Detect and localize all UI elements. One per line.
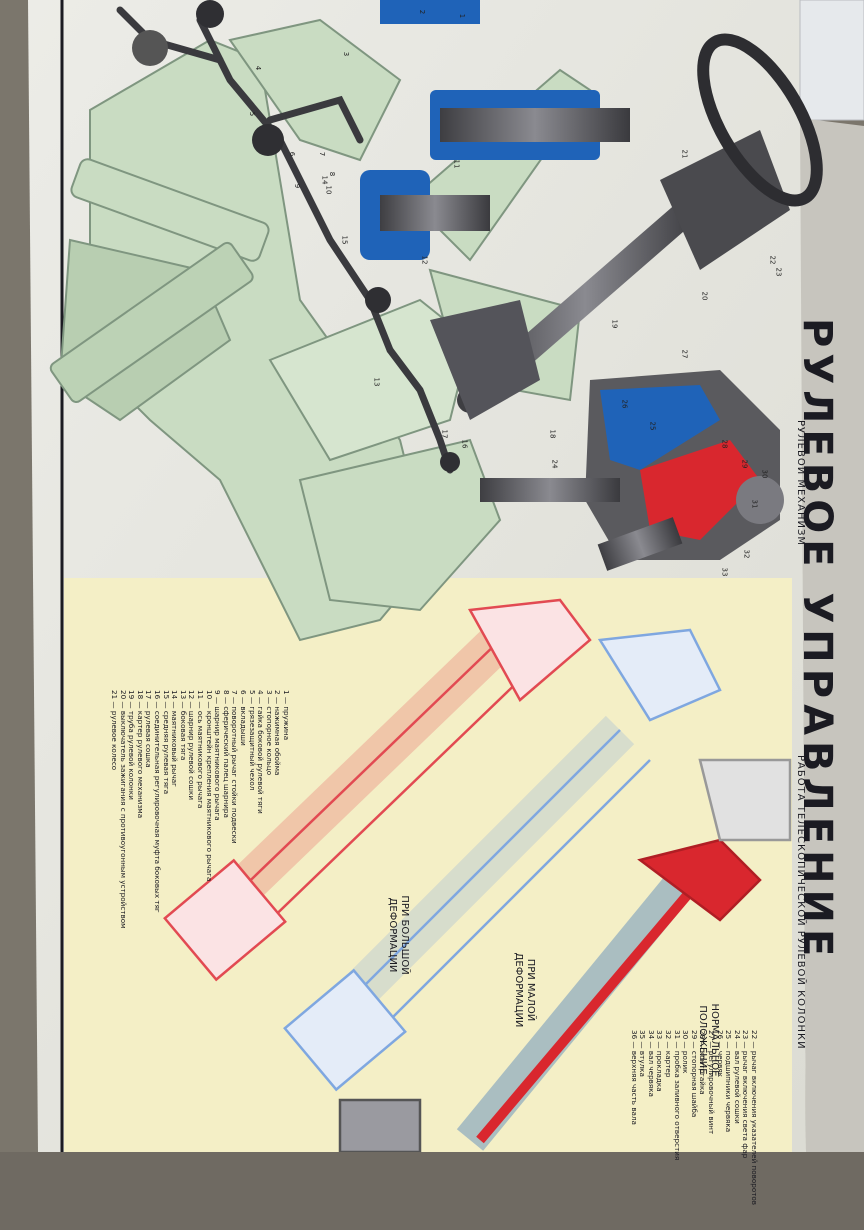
legend-item: 10 — кронштейн крепления маятникового ры… <box>204 690 214 882</box>
blue-cutaways <box>360 0 630 260</box>
legend-item: 27 — регулировочный винт <box>707 1030 717 1135</box>
small-deformation-label: ПРИ МАЛОЙ ДЕФОРМАЦИИ <box>513 952 536 1028</box>
parts-legend-right: 22 — рычаг включения указателей поворото… <box>629 1030 759 1230</box>
legend-item: 32 — картер <box>664 1030 674 1078</box>
callout-number: 29 <box>740 459 749 469</box>
legend-item: 28 — контргайка <box>698 1030 708 1095</box>
legend-item: 21 — рулевое колесо <box>110 690 120 771</box>
normal-position-diagram <box>338 758 792 1152</box>
callout-number: 6 <box>288 151 297 157</box>
small-deformation-diagram <box>283 628 722 1092</box>
legend-item: 18 — картер рулевого механизма <box>135 690 145 819</box>
callout-number: 28 <box>720 439 729 449</box>
callout-number: 30 <box>760 469 769 479</box>
steering-gear-cutaway <box>480 370 784 571</box>
legend-item: 24 — вал рулевой сошки <box>732 1030 742 1124</box>
callout-number: 27 <box>680 349 689 359</box>
legend-item: 9 — шарнир маятникового рычага <box>213 690 223 821</box>
callout-number: 14 <box>320 175 329 185</box>
legend-item: 2 — нажимная обойма <box>273 690 283 776</box>
callout-number: 33 <box>720 567 729 577</box>
callout-number: 25 <box>648 421 657 431</box>
callout-number: 10 <box>324 185 333 195</box>
legend-item: 16 — соединительная регулировочная муфта… <box>153 690 163 913</box>
legend-item: 11 — ось маятникового рычага <box>196 690 206 809</box>
legend-item: 13 — боковая тяга <box>178 690 188 761</box>
callout-number: 23 <box>774 267 783 277</box>
callout-number: 18 <box>548 429 557 439</box>
legend-item: 20 — выключатель зажигания с противоугон… <box>118 690 128 929</box>
legend-item: 19 — труба рулевой колонки <box>127 690 137 800</box>
legend-item: 23 — рычаг включения света фар <box>741 1030 751 1159</box>
large-deformation-diagram <box>163 598 592 982</box>
legend-item: 12 — шарнир рулевой сошки <box>187 690 197 801</box>
steering-wheel <box>697 33 823 207</box>
callout-number: 16 <box>460 439 469 449</box>
callout-number: 15 <box>340 235 349 245</box>
large-deformation-label: ПРИ БОЛЬШОЙ ДЕФОРМАЦИИ <box>387 895 410 975</box>
legend-item: 3 — стопорное кольцо <box>264 690 274 776</box>
legend-item: 31 — пробка заливного отверстия <box>672 1030 682 1161</box>
legend-item: 30 — ролик <box>681 1030 691 1074</box>
legend-item: 1 — пружина <box>282 690 291 741</box>
column-subtitle: РАБОТА ТЕЛЕСКОПИЧЕСКОЙ РУЛЕВОЙ КОЛОНКИ <box>795 755 806 1050</box>
callout-number: 4 <box>254 65 263 71</box>
legend-item: 15 — средняя рулевая тяга <box>161 690 171 795</box>
callout-number: 9 <box>293 183 302 189</box>
callout-number: 19 <box>610 319 619 329</box>
mechanism-subtitle: РУЛЕВОЙ МЕХАНИЗМ <box>795 420 806 547</box>
legend-item: 33 — прокладка <box>655 1030 665 1092</box>
callout-number: 24 <box>550 459 559 469</box>
callout-number: 2 <box>418 9 427 15</box>
callout-number: 21 <box>680 149 689 159</box>
legend-item: 22 — рычаг включения указателей поворото… <box>750 1030 759 1206</box>
legend-item: 35 — втулка <box>638 1030 648 1077</box>
legend-item: 6 — вкладыши <box>239 690 249 746</box>
legend-item: 4 — гайка боковой рулевой тяги <box>256 690 266 814</box>
steering-column <box>430 33 823 420</box>
legend-item: 5 — грязезащитный чехол <box>247 690 257 791</box>
callout-number: 5 <box>248 111 257 117</box>
callout-number: 12 <box>420 255 429 265</box>
callout-number: 7 <box>318 151 327 157</box>
legend-item: 26 — червяк <box>715 1030 725 1078</box>
callout-number: 13 <box>372 377 381 387</box>
legend-item: 14 — маятниковый рычаг <box>170 690 180 787</box>
poster-photo <box>0 0 864 1152</box>
callout-number: 22 <box>768 255 777 265</box>
callout-number: 3 <box>342 51 351 57</box>
legend-item: 17 — рулевая сошка <box>144 690 154 768</box>
legend-item: 7 — поворотный рычаг стойки подвески <box>230 690 240 844</box>
legend-item: 36 — верхняя часть вала <box>629 1030 639 1125</box>
callout-number: 32 <box>742 549 751 559</box>
callout-number: 26 <box>620 399 629 409</box>
callout-number: 11 <box>452 159 461 169</box>
legend-item: 8 — сферический палец шарнира <box>221 690 231 818</box>
callout-number: 20 <box>700 291 709 301</box>
wall-box <box>799 0 864 121</box>
legend-item: 34 — вал червяка <box>646 1030 656 1097</box>
legend-item: 29 — стопорная шайба <box>689 1030 699 1118</box>
callout-number: 17 <box>440 429 449 439</box>
legend-item: 25 — подшипники червяка <box>724 1030 734 1133</box>
ball-joints <box>132 0 460 472</box>
callout-number: 1 <box>458 13 467 19</box>
callout-number: 8 <box>328 171 337 177</box>
callout-number: 31 <box>750 499 759 509</box>
